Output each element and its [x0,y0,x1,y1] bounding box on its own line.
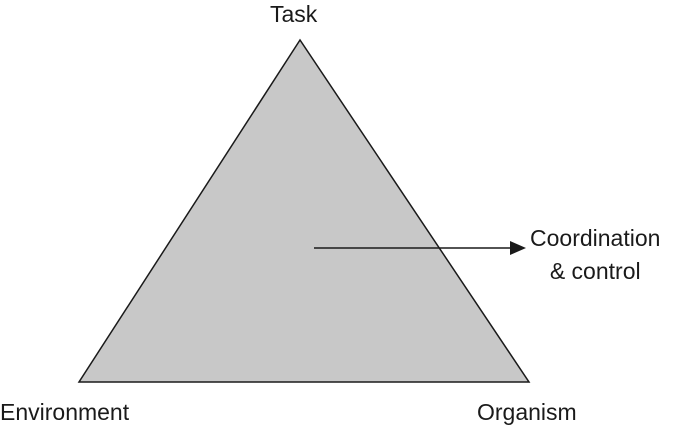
coordination-label-line2: & control [549,258,641,284]
vertex-label-task: Task [270,1,318,27]
coordination-label-line1: Coordination [530,225,661,251]
constraints-triangle [77,38,531,383]
vertex-label-organism: Organism [477,399,577,425]
vertex-label-environment: Environment [0,399,130,425]
coordination-control-label: Coordination & control [530,222,660,288]
coordination-arrowhead [510,241,526,255]
